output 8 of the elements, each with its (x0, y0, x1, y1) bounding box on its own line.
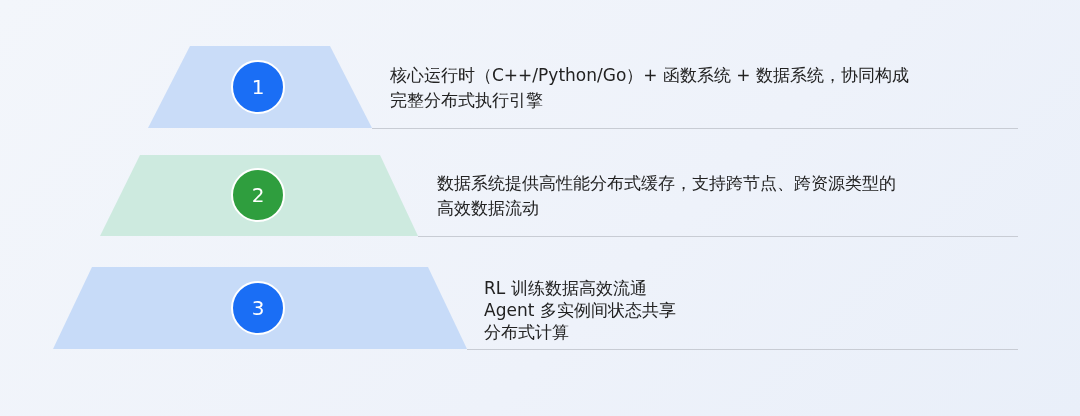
description-text: 核心运行时（C++/Python/Go）+ 函数系统 + 数据系统，协同构成完整分布式执行引擎 (390, 64, 910, 112)
trapezoid-band (100, 155, 418, 236)
trapezoid-band (53, 267, 467, 349)
description-text: 分布式计算 (484, 321, 570, 344)
description-text: Agent 多实例间状态共享 (484, 299, 677, 322)
description-text: RL 训练数据高效流通 (484, 277, 648, 300)
description-text: 数据系统提供高性能分布式缓存，支持跨节点、跨资源类型的高效数据流动 (437, 172, 897, 220)
trapezoid-band (148, 46, 372, 128)
